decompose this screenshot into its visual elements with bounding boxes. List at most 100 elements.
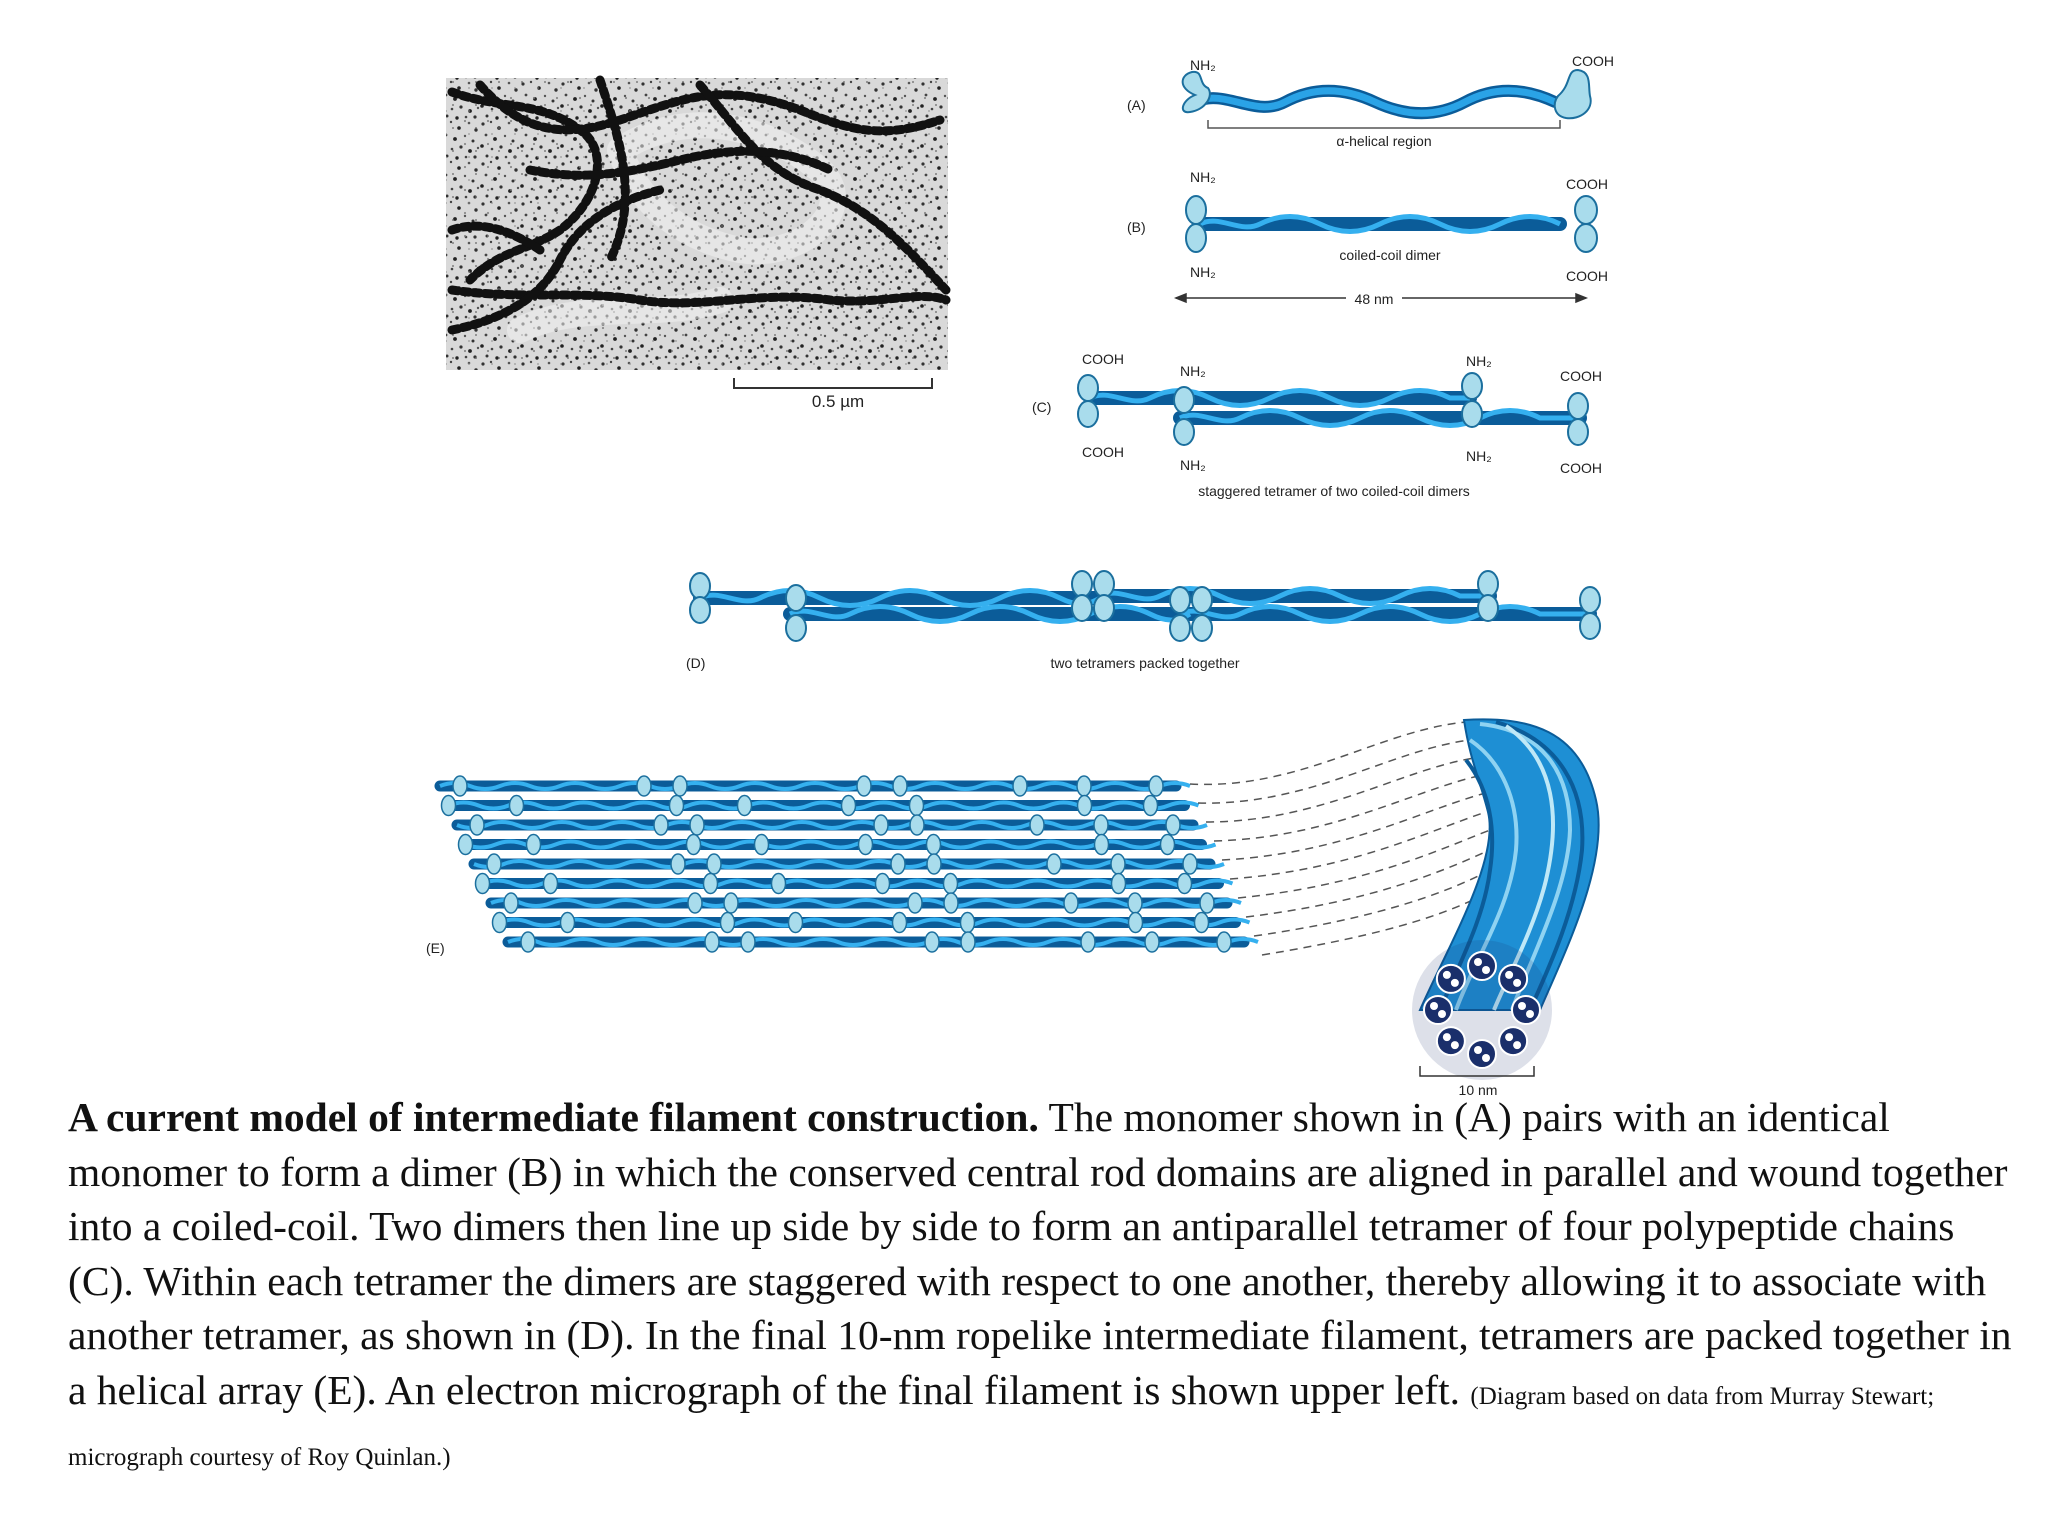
sheet-row — [491, 911, 1251, 934]
electron-micrograph — [446, 75, 951, 370]
sheet-head-domain — [440, 794, 457, 817]
panel-b-nh2-top: NH₂ — [1190, 169, 1216, 185]
tetramer-pair-head-domains — [689, 570, 1601, 642]
panel-e-filament-assembly: (E) — [426, 718, 1600, 1098]
sheet-head-domain — [840, 794, 857, 817]
sheet-head-domain — [1046, 853, 1062, 875]
sheet-head-domain — [1076, 775, 1092, 797]
panel-d-two-tetramers: (D) two tetramers packed together — [686, 570, 1601, 671]
sheet-row — [457, 833, 1217, 856]
sheet-head-domain — [926, 853, 942, 875]
sheet-head-domain — [1093, 833, 1110, 856]
sheet-head-domain — [491, 911, 508, 934]
sheet-head-domain — [1029, 814, 1045, 836]
sheet-head-domain — [1182, 853, 1198, 875]
cross-section-protofilaments — [1423, 951, 1541, 1069]
sheet-head-domain — [924, 931, 940, 953]
filament-strands — [447, 75, 951, 335]
two-tetramers-label: two tetramers packed together — [1050, 655, 1239, 671]
sheet-head-domain — [685, 833, 702, 856]
sheet-head-domain — [702, 872, 719, 895]
sheet-head-domain — [503, 892, 519, 914]
sheet-head-domain — [559, 911, 576, 934]
dimer-head-top — [1185, 195, 1207, 225]
panel-c-nh2-bottom-1: NH₂ — [1180, 457, 1206, 473]
panel-d-letter: (D) — [686, 655, 705, 671]
caption-credit: (Diagram based on data from Murray Stewa… — [68, 1382, 1935, 1472]
panel-a-letter: (A) — [1127, 97, 1146, 113]
sheet-head-domain — [1127, 892, 1143, 914]
panel-c-cooh-bottom-right: COOH — [1560, 460, 1602, 476]
sheet-row — [474, 872, 1234, 895]
panel-a-monomer: (A) NH₂ COOH α-helical region — [1127, 53, 1614, 149]
sheet-head-domain — [719, 911, 736, 934]
sheet-head-domain — [1165, 814, 1181, 836]
panel-b-nh2-bottom: NH₂ — [1190, 264, 1216, 280]
sheet-head-domain — [636, 775, 652, 797]
micrograph-scale-label: 0.5 µm — [812, 392, 864, 411]
sheet-head-domain — [1159, 833, 1176, 856]
panel-b-cooh-bottom: COOH — [1566, 268, 1608, 284]
sheet-head-domain — [670, 853, 686, 875]
panel-e-letter: (E) — [426, 940, 445, 956]
filament-cross-section — [1412, 940, 1552, 1080]
sheet-head-domain — [736, 794, 753, 817]
sheet-head-domain — [520, 931, 536, 953]
dimer-tail-bottom — [1574, 223, 1598, 253]
monomer-head-domain — [1181, 70, 1211, 114]
filament-scale-label: 10 nm — [1459, 1082, 1498, 1098]
monomer-tail-domain — [1553, 68, 1592, 120]
sheet-head-domain — [1127, 911, 1144, 934]
sheet-head-domain — [1076, 794, 1093, 817]
sheet-head-domain — [1199, 892, 1215, 914]
sheet-head-domain — [723, 892, 739, 914]
sheet-row — [451, 814, 1208, 836]
sheet-head-domain — [943, 892, 959, 914]
protofilament — [1435, 963, 1466, 994]
sheet-head-domain — [960, 931, 976, 953]
sheet-head-domain — [706, 853, 722, 875]
dimer-head-bottom — [1185, 223, 1207, 253]
panel-c-tetramer: (C) COOH COOH NH₂ NH₂ NH₂ NH₂ COOH COOH … — [1032, 351, 1602, 499]
sheet-head-domain — [508, 794, 525, 817]
sheet-head-domain — [1110, 853, 1126, 875]
sheet-row — [440, 794, 1200, 817]
sheet-head-domain — [1063, 892, 1079, 914]
sheet-head-domain — [874, 872, 891, 895]
alpha-helical-region-label: α-helical region — [1336, 133, 1431, 149]
sheet-head-domain — [740, 931, 756, 953]
sheet-head-domain — [687, 892, 703, 914]
sheet-head-domain — [942, 872, 959, 895]
sheet-head-domain — [1144, 931, 1160, 953]
sheet-head-domain — [457, 833, 474, 856]
micrograph-scale-bar: 0.5 µm — [733, 378, 933, 411]
panel-c-cooh-top-right: COOH — [1560, 368, 1602, 384]
sheet-head-domain — [873, 814, 889, 836]
sheet-head-domain — [1176, 872, 1193, 895]
sheet-head-domain — [1110, 872, 1127, 895]
sheet-head-domain — [1216, 931, 1232, 953]
sheet-row — [502, 931, 1259, 953]
sheet-head-domain — [1080, 931, 1096, 953]
sheet-head-domain — [907, 892, 923, 914]
tetramer-head-domains — [1077, 372, 1589, 446]
caption-body: The monomer shown in (A) pairs with an i… — [68, 1094, 2012, 1413]
panel-c-letter: (C) — [1032, 399, 1051, 415]
sheet-head-domain — [542, 872, 559, 895]
protofilament — [1498, 1026, 1529, 1057]
sheet-head-domain — [856, 775, 872, 797]
sheet-head-domain — [525, 833, 542, 856]
protofilament — [1511, 995, 1541, 1025]
panel-a-cooh: COOH — [1572, 53, 1614, 69]
panel-b-letter: (B) — [1127, 219, 1146, 235]
panel-c-nh2-top-1: NH₂ — [1180, 363, 1206, 379]
panel-c-nh2-top-2: NH₂ — [1466, 353, 1492, 369]
sheet-head-domain — [1142, 794, 1159, 817]
sheet-head-domain — [787, 911, 804, 934]
panel-c-cooh-top-left: COOH — [1082, 351, 1124, 367]
filament-scale-bar: 10 nm — [1419, 1066, 1535, 1098]
sheet-head-domain — [668, 794, 685, 817]
panel-b-cooh-top: COOH — [1566, 176, 1608, 192]
sheet-head-domain — [474, 872, 491, 895]
